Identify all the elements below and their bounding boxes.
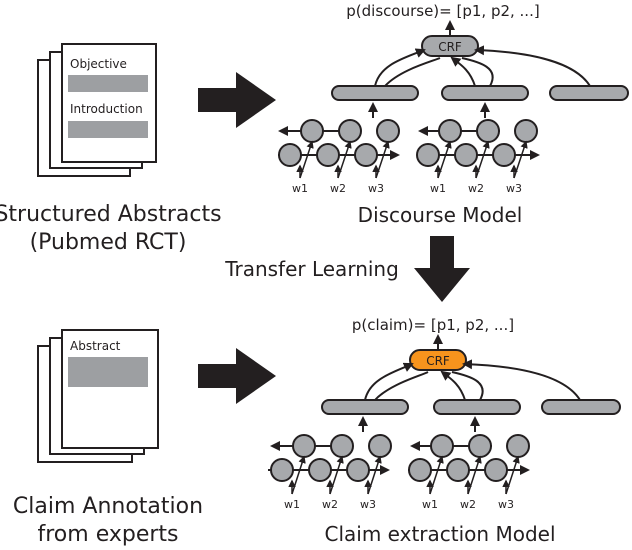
caption-claim-line2: from experts [38,522,179,547]
crf-label-top: CRF [438,40,462,54]
lstm-node [346,458,370,482]
lstm-node [368,434,392,458]
doc-label-introduction: Introduction [70,102,143,116]
curve-block2-crf-b [461,57,494,87]
lstm-node [454,143,478,167]
bilstm-group-1 [268,434,392,495]
lstm-node [316,143,340,167]
lstm-node [476,119,500,143]
transfer-learning-label: Transfer Learning [224,257,399,281]
lstm-node [278,143,302,167]
word-label: w2 [460,498,476,511]
sentence-block-3 [549,85,629,101]
curve-block2-crf [440,370,466,401]
lstm-node [492,143,516,167]
lstm-node [468,434,492,458]
sentence-block-2 [433,399,521,415]
lstm-node [438,119,462,143]
lstm-node [354,143,378,167]
formula-claim: p(claim)= [p1, p2, ...] [352,316,514,334]
lstm-node [506,434,530,458]
right-arrow-icon-bottom [198,348,276,404]
curve-block1-crf-b [384,57,441,87]
doc-abstract-block [68,357,148,387]
lstm-node [292,434,316,458]
word-label: w1 [430,182,446,195]
bilstm-group-2 [416,119,540,179]
doc-introduction-block [68,121,148,138]
sentence-block-2 [441,85,529,101]
formula-discourse: p(discourse)= [p1, p2, ...] [346,2,539,20]
lstm-node [416,143,440,167]
caption-discourse-model: Discourse Model [358,203,523,227]
curve-block1-crf [364,362,414,401]
word-label: w3 [506,182,522,195]
doc-label-objective: Objective [70,57,127,71]
word-label: w3 [368,182,384,195]
lstm-node [408,458,432,482]
curve-block3-crf [474,45,591,87]
caption-structured-line1: Structured Abstracts [0,202,222,227]
curve-block3-crf [462,359,581,401]
doc-objective-block [68,75,148,92]
word-label: w2 [322,498,338,511]
lstm-node [484,458,508,482]
abstract-document-stack: Abstract [37,329,159,463]
word-label: w1 [284,498,300,511]
sentence-block-1 [321,399,409,415]
lstm-node [338,119,362,143]
curve-block1-crf [374,48,426,87]
lstm-node [430,434,454,458]
bilstm-group-2 [408,434,530,495]
lstm-node [376,119,400,143]
caption-claim-extraction-model: Claim extraction Model [325,522,556,546]
curve-block2-crf [450,56,476,87]
discourse-model-diagram: p(discourse)= [p1, p2, ...] CRF [278,2,629,195]
lstm-node [308,458,332,482]
crf-label-bottom: CRF [426,354,450,368]
lstm-node [446,458,470,482]
right-arrow-icon-top [198,72,276,128]
doc-page-front [61,329,159,449]
word-label: w3 [360,498,376,511]
caption-claim-line1: Claim Annotation [13,494,203,519]
structured-abstracts-document-stack: Objective Introduction [37,43,157,177]
claim-extraction-model-diagram: p(claim)= [p1, p2, ...] CRF [268,316,621,511]
curve-block1-crf-b [374,371,429,401]
down-arrow-icon-transfer [414,236,470,302]
word-label: w3 [498,498,514,511]
lstm-node [330,434,354,458]
word-label: w1 [422,498,438,511]
bilstm-group-1 [278,119,400,179]
curve-block2-crf-b [451,371,484,401]
lstm-node [270,458,294,482]
caption-structured-line2: (Pubmed RCT) [30,230,187,255]
word-label: w2 [468,182,484,195]
sentence-block-3 [541,399,621,415]
lstm-node [514,119,538,143]
word-label: w1 [292,182,308,195]
doc-page-front [61,43,157,163]
word-label: w2 [330,182,346,195]
doc-label-abstract: Abstract [70,339,121,353]
sentence-block-1 [331,85,419,101]
lstm-node [300,119,324,143]
